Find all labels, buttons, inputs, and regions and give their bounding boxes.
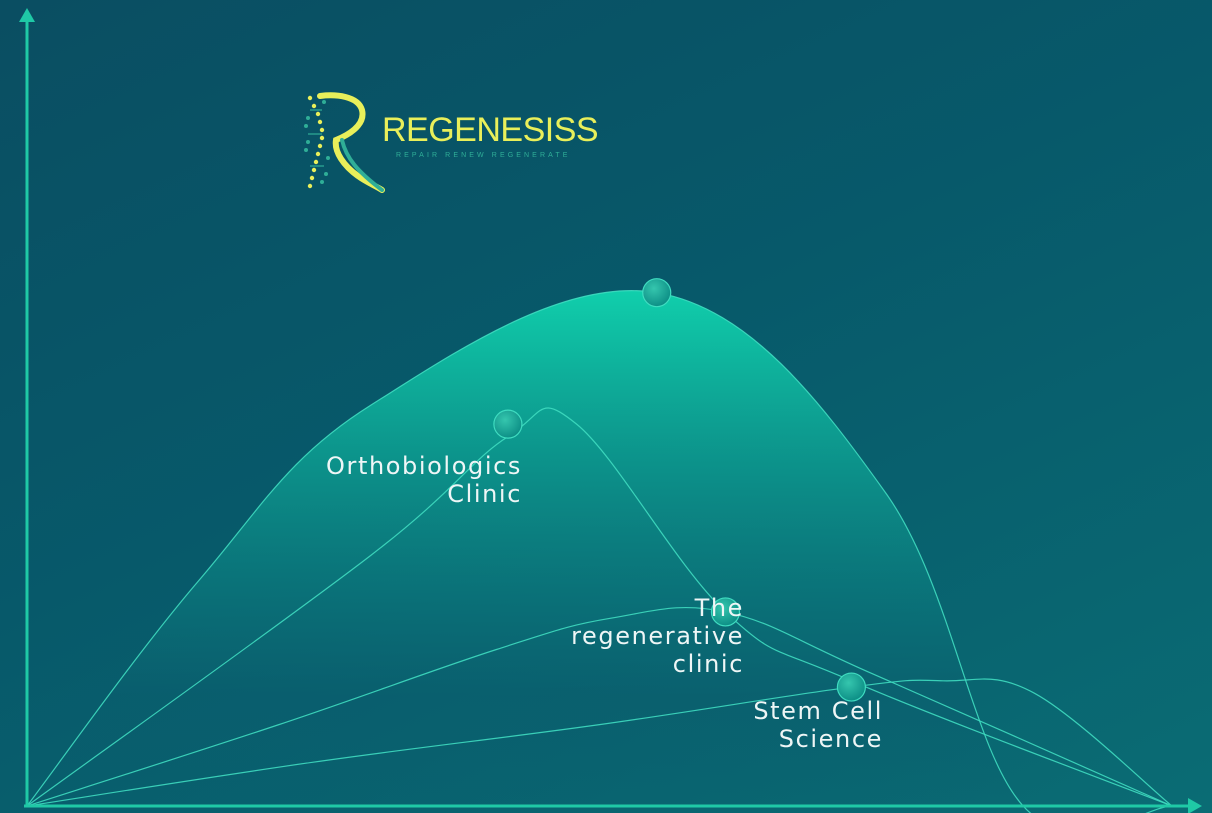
label-line: The <box>694 594 744 622</box>
area-layer <box>27 290 1172 813</box>
label-line: Science <box>778 725 883 753</box>
label-line: Orthobiologics <box>325 452 522 480</box>
series-line-stem-cell-science <box>26 678 1173 807</box>
logo-brand-text: REGENESISS <box>382 111 599 149</box>
peak-marker-stem-cell-science <box>836 672 867 702</box>
x-axis-arrow-icon <box>1188 798 1202 813</box>
axes <box>19 8 1202 813</box>
label-line: clinic <box>672 650 744 678</box>
series-line-the-regenerative-clinic <box>26 606 1173 807</box>
label-line: Stem Cell <box>753 697 883 725</box>
marker-layer <box>493 278 867 702</box>
label-orthobiologics-clinic: Orthobiologics Clinic <box>326 452 522 508</box>
area-regenesiss <box>27 290 1172 813</box>
series-line-orthobiologics-clinic <box>26 407 1173 807</box>
peak-marker-the-regenerative-clinic <box>710 597 741 627</box>
brand-logo: REGENESISS REPAIR RENEW REGENERATE <box>300 92 620 202</box>
label-line: regenerative <box>571 622 744 650</box>
label-line: Clinic <box>447 480 522 508</box>
logo-tagline: REPAIR RENEW REGENERATE <box>396 152 571 159</box>
peak-marker-regenesiss <box>642 278 672 308</box>
series-lines <box>26 290 1173 813</box>
peak-marker-orthobiologics-clinic <box>493 409 523 439</box>
y-axis-arrow-icon <box>19 8 35 22</box>
label-stem-cell-science: Stem Cell Science <box>753 697 883 753</box>
dna-helix-r-icon <box>304 92 385 193</box>
label-regenerative-clinic: The regenerative clinic <box>571 594 744 678</box>
